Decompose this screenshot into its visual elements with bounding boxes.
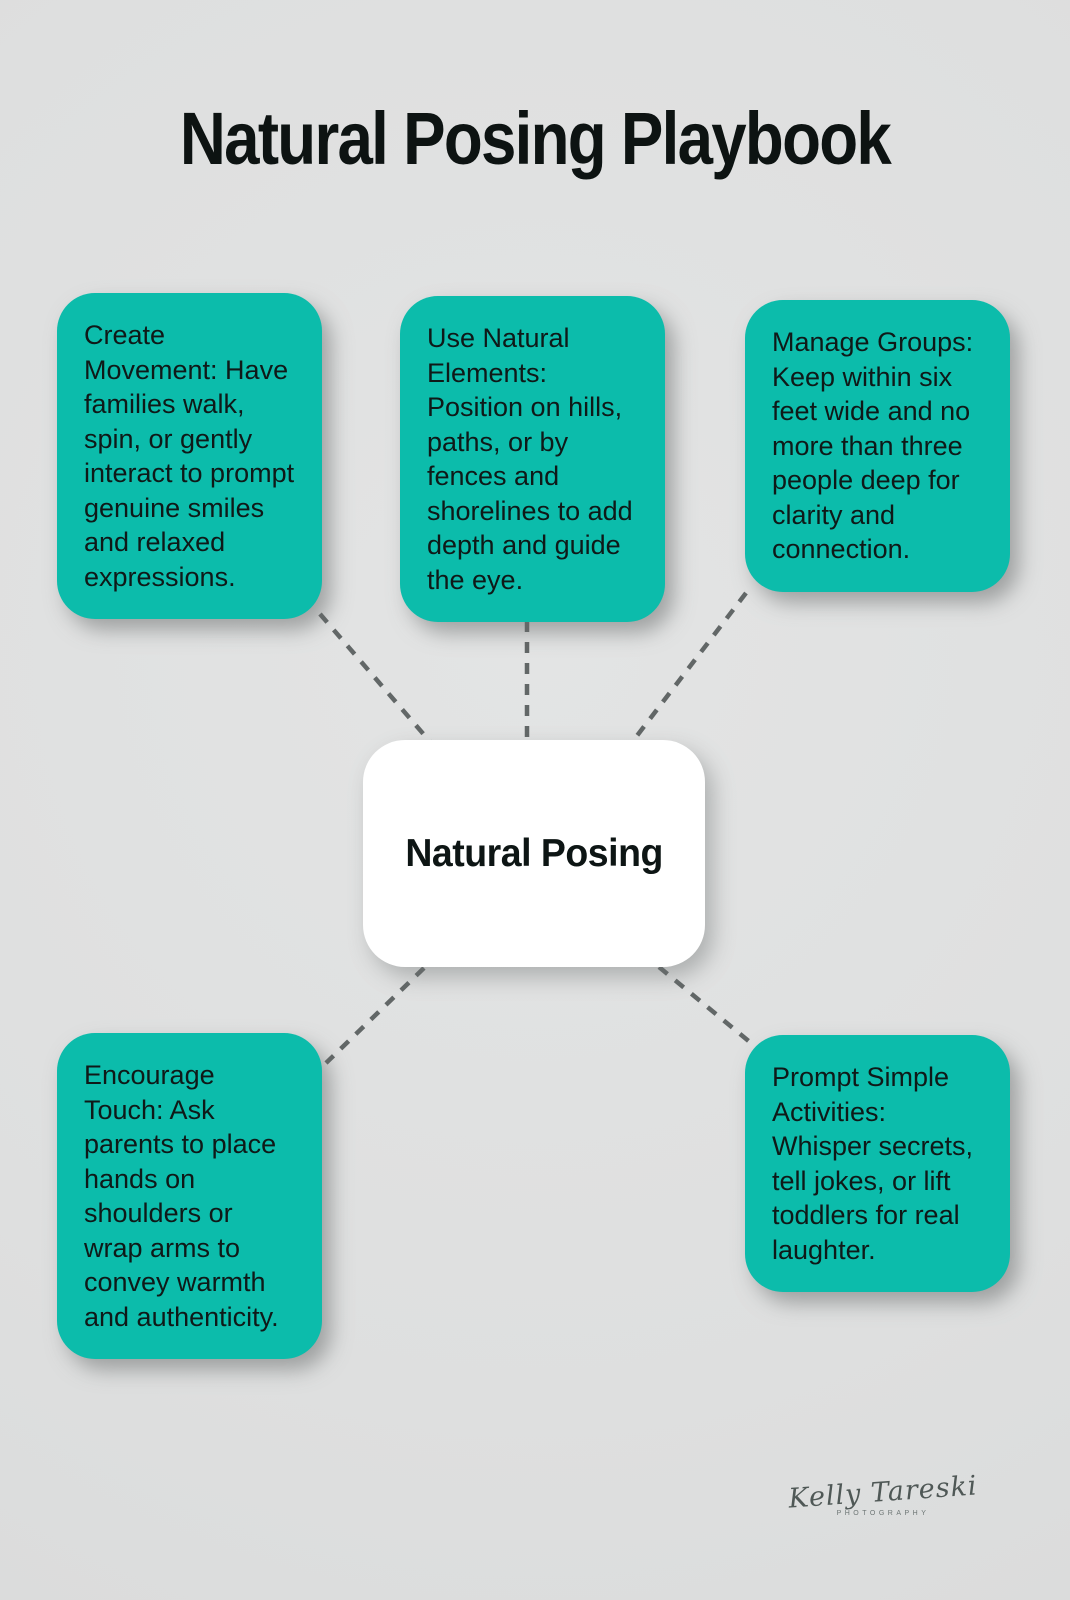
central-topic-node: Natural Posing [363, 740, 705, 967]
node-encourage-touch-text: Encourage Touch: Ask parents to place ha… [84, 1060, 279, 1332]
node-manage-groups: Manage Groups: Keep within six feet wide… [745, 300, 1010, 592]
node-create-movement-text: Create Movement: Have families walk, spi… [84, 320, 295, 592]
connector-manage-groups [631, 591, 748, 743]
node-prompt-simple-activities-text: Prompt Simple Activities: Whisper secret… [772, 1062, 974, 1265]
signature-name: Kelly Tareski [787, 1470, 979, 1515]
signature-subtitle: Photography [836, 1510, 930, 1517]
node-manage-groups-text: Manage Groups: Keep within six feet wide… [772, 327, 974, 564]
node-use-natural-elements-text: Use Natural Elements: Position on hills,… [427, 323, 633, 595]
node-use-natural-elements: Use Natural Elements: Position on hills,… [400, 296, 665, 622]
node-encourage-touch: Encourage Touch: Ask parents to place ha… [57, 1033, 322, 1359]
connector-encourage-touch [324, 966, 426, 1065]
central-topic-label: Natural Posing [405, 831, 663, 875]
signature: Kelly Tareski Photography [768, 1470, 998, 1517]
connector-create-movement [318, 612, 434, 746]
node-prompt-simple-activities: Prompt Simple Activities: Whisper secret… [745, 1035, 1010, 1292]
node-create-movement: Create Movement: Have families walk, spi… [57, 293, 322, 619]
connector-simple-activities [657, 965, 753, 1045]
page-title: Natural Posing Playbook [179, 97, 892, 180]
